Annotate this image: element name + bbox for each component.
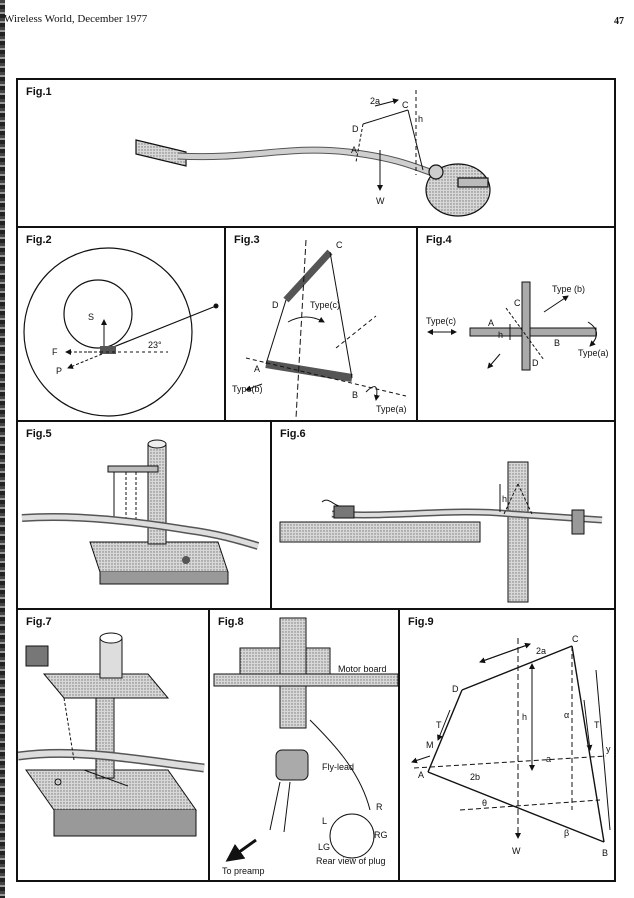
figure-9-drawing: C 2a D α h T M a T y A 2b θ β B W <box>411 634 611 858</box>
fig4-label-typea: Type(a) <box>578 348 609 358</box>
figure-9-panel: Fig.9 C 2a D α h T M a T y A <box>398 608 616 882</box>
fig2-label-angle: 23° <box>148 340 162 350</box>
fig4-label-a: A <box>488 318 494 328</box>
figure-1-label: Fig.1 <box>26 86 52 98</box>
tonearm-pickup <box>135 139 440 179</box>
fig9-label-2b: 2b <box>470 772 480 782</box>
figure-9-label: Fig.9 <box>408 616 434 628</box>
fig6-label-h: h <box>502 494 507 504</box>
fig1-label-w: W <box>376 196 385 206</box>
figure-3-panel: Fig.3 C D Type(c) A B Type(b) Type(a) <box>224 226 418 422</box>
fig1-label-a: A <box>351 145 357 155</box>
figure-6-label: Fig.6 <box>280 428 306 440</box>
fig9-label-c: C <box>572 634 579 644</box>
fig3-label-typeb: Type(b) <box>232 384 263 394</box>
fig3-label-c: C <box>336 240 343 250</box>
figure-3-label: Fig.3 <box>234 234 260 246</box>
fig9-label-m: M <box>426 740 434 750</box>
fig3-label-a: A <box>254 364 260 374</box>
fig9-label-t2: T <box>594 720 600 730</box>
fig8-label-rear-view: Rear view of plug <box>316 856 386 866</box>
fig2-label-f: F <box>52 347 58 357</box>
journal-header: Wireless World, December 1977 <box>4 13 148 25</box>
fig9-label-b: B <box>602 848 608 858</box>
fig9-label-beta: β <box>564 828 569 838</box>
fig4-label-c: C <box>514 298 521 308</box>
figure-8-panel: Fig.8 Motor board Fly-lead To preamp R L… <box>208 608 400 882</box>
fig3-label-b: B <box>352 390 358 400</box>
fig8-label-rg: RG <box>374 830 388 840</box>
figure-4-drawing: Type (b) Type(c) C A h B D Type(a) <box>426 281 609 371</box>
fig9-label-t1: T <box>436 720 442 730</box>
figure-8-drawing: Motor board Fly-lead To preamp R L RG LG… <box>213 617 398 876</box>
figure-7-panel: Fig.7 <box>16 608 210 882</box>
page-number: 47 <box>614 16 624 27</box>
figure-6-drawing: h <box>279 461 603 603</box>
fig9-label-w: W <box>512 846 521 856</box>
fig9-label-y: y <box>606 744 611 754</box>
figure-2-label: Fig.2 <box>26 234 52 246</box>
fig4-label-typeb: Type (b) <box>552 284 585 294</box>
figure-5-drawing <box>21 439 260 585</box>
fig8-label-motor-board: Motor board <box>338 664 387 674</box>
geometry-lines <box>355 90 424 191</box>
figure-3-drawing: C D Type(c) A B Type(b) Type(a) <box>232 239 407 419</box>
figure-7-drawing <box>18 632 205 837</box>
fig1-label-d: D <box>352 124 359 134</box>
figure-1-drawing: 2a C D h A W <box>135 90 491 217</box>
fig4-label-h: h <box>498 330 503 340</box>
fig3-label-typea: Type(a) <box>376 404 407 414</box>
fig9-label-2a: 2a <box>536 646 546 656</box>
figure-2-drawing: S F P 23° <box>23 247 219 417</box>
fig9-label-a-dim: a <box>546 754 551 764</box>
fig1-label-h: h <box>418 114 423 124</box>
figure-6-panel: Fig.6 h <box>270 420 616 610</box>
fig8-label-l: L <box>322 816 327 826</box>
fig1-label-2a: 2a <box>370 96 380 106</box>
fig4-label-d: D <box>532 358 539 368</box>
fig9-label-d: D <box>452 684 459 694</box>
figure-5-label: Fig.5 <box>26 428 52 440</box>
fig9-label-h: h <box>522 712 527 722</box>
fig8-label-lg: LG <box>318 842 330 852</box>
fig4-label-b: B <box>554 338 560 348</box>
fig8-label-fly-lead: Fly-lead <box>322 762 354 772</box>
fig4-label-typec: Type(c) <box>426 316 456 326</box>
fig3-label-typec: Type(c) <box>310 300 340 310</box>
fig9-label-a-point: A <box>418 770 424 780</box>
fig2-label-p: P <box>56 366 62 376</box>
figure-4-panel: Fig.4 Type (b) Type(c) C A h B D Type(a) <box>416 226 616 422</box>
pivot-counterweight <box>425 163 491 217</box>
figure-1-panel: Fig.1 2a C D h A W <box>16 78 616 228</box>
figure-8-label: Fig.8 <box>218 616 244 628</box>
fig9-label-theta: θ <box>482 798 487 808</box>
fig2-label-s: S <box>88 312 94 322</box>
fig1-label-c: C <box>402 100 409 110</box>
page-edge-scan <box>0 0 5 898</box>
fig3-label-d: D <box>272 300 279 310</box>
figure-5-panel: Fig.5 <box>16 420 272 610</box>
fig8-label-to-preamp: To preamp <box>222 866 265 876</box>
fig9-label-alpha: α <box>564 710 569 720</box>
fig8-label-r: R <box>376 802 383 812</box>
figure-2-panel: Fig.2 S F P 23° <box>16 226 226 422</box>
figure-7-label: Fig.7 <box>26 616 52 628</box>
figure-4-label: Fig.4 <box>426 234 452 246</box>
